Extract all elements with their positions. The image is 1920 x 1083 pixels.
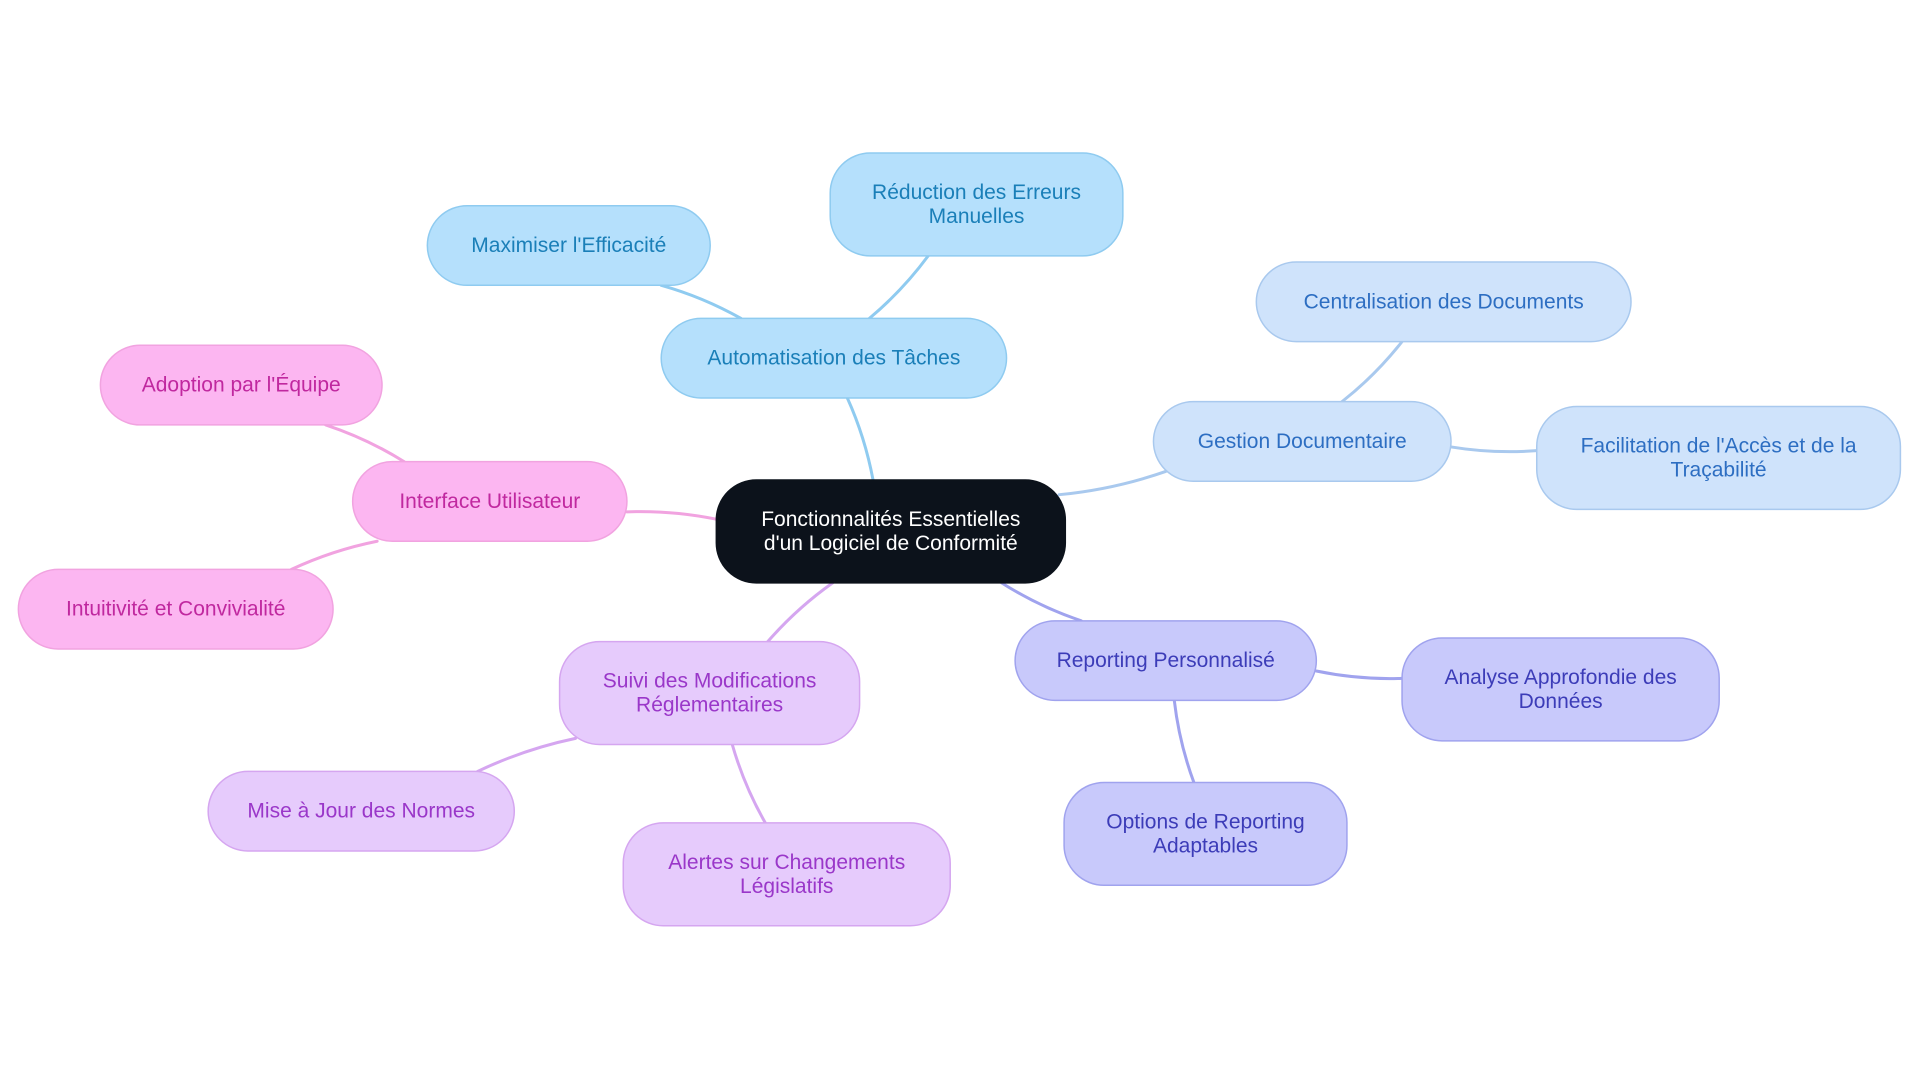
leaf-node-label-analyse: Analyse Approfondie des bbox=[1444, 666, 1676, 689]
leaf-node-box-centralisation bbox=[1255, 261, 1632, 343]
connector-reporting bbox=[1000, 581, 1083, 623]
leaf-node-label-normes: Mise à Jour des Normes bbox=[247, 800, 475, 823]
connector-facilitation bbox=[1449, 445, 1539, 454]
branch-node-automatisation[interactable]: Automatisation des Tâches bbox=[660, 317, 1008, 399]
branch-node-label-gestion: Gestion Documentaire bbox=[1198, 430, 1407, 453]
leaf-node-efficacite[interactable]: Maximiser l'Efficacité bbox=[426, 204, 711, 287]
connector-alertes bbox=[730, 742, 767, 825]
connector-intuitivite bbox=[289, 539, 379, 571]
leaf-node-label-efficacite: Maximiser l'Efficacité bbox=[471, 234, 666, 257]
leaf-node-box-erreurs bbox=[829, 152, 1124, 257]
branch-node-box-suivi bbox=[558, 640, 861, 746]
branch-node-label-automatisation: Automatisation des Tâches bbox=[707, 347, 960, 370]
leaf-node-box-intuitivite bbox=[17, 568, 334, 650]
branch-node-label-reporting: Reporting Personnalisé bbox=[1057, 649, 1275, 672]
root-node-label-root: Fonctionnalités Essentielles bbox=[761, 508, 1020, 531]
branch-node-box-reporting bbox=[1014, 620, 1318, 702]
branch-node-interface[interactable]: Interface Utilisateur bbox=[351, 460, 628, 542]
leaf-node-label-intuitivite: Intuitivité et Convivialité bbox=[66, 598, 285, 621]
leaf-node-adoption[interactable]: Adoption par l'Équipe bbox=[99, 344, 383, 426]
connector-analyse bbox=[1314, 669, 1404, 681]
connector-efficacite bbox=[659, 283, 743, 320]
leaf-node-box-analyse bbox=[1401, 637, 1720, 742]
connector-erreurs bbox=[867, 254, 930, 320]
root-node-label-root: d'un Logiciel de Conformité bbox=[764, 532, 1018, 555]
leaf-node-box-adoption bbox=[99, 344, 383, 426]
leaf-node-box-options bbox=[1063, 781, 1348, 887]
branch-node-label-interface: Interface Utilisateur bbox=[399, 490, 580, 513]
leaf-node-box-alertes bbox=[622, 822, 951, 927]
leaf-node-intuitivite[interactable]: Intuitivité et Convivialité bbox=[17, 568, 334, 650]
leaf-node-label-centralisation: Centralisation des Documents bbox=[1304, 290, 1584, 313]
leaf-node-label-erreurs: Réduction des Erreurs bbox=[872, 181, 1081, 204]
leaf-node-label-options: Adaptables bbox=[1153, 834, 1258, 857]
leaf-node-label-adoption: Adoption par l'Équipe bbox=[142, 374, 341, 397]
connector-adoption bbox=[324, 423, 406, 464]
leaf-node-normes[interactable]: Mise à Jour des Normes bbox=[207, 770, 516, 852]
connector-normes bbox=[476, 736, 578, 773]
branch-node-reporting[interactable]: Reporting Personnalisé bbox=[1014, 620, 1318, 702]
leaf-node-label-alertes: Alertes sur Changements bbox=[668, 851, 905, 874]
branch-node-label-suivi: Réglementaires bbox=[636, 694, 783, 717]
leaf-node-label-facilitation: Traçabilité bbox=[1671, 458, 1767, 481]
leaf-node-label-analyse: Données bbox=[1519, 690, 1603, 713]
leaf-node-centralisation[interactable]: Centralisation des Documents bbox=[1255, 261, 1632, 343]
leaf-node-label-erreurs: Manuelles bbox=[929, 205, 1025, 228]
leaf-node-box-efficacite bbox=[426, 204, 711, 287]
branch-node-box-interface bbox=[351, 460, 628, 542]
connector-options bbox=[1172, 698, 1196, 784]
branch-node-gestion[interactable]: Gestion Documentaire bbox=[1152, 400, 1452, 482]
branch-node-box-automatisation bbox=[660, 317, 1008, 399]
root-node-box-root bbox=[715, 479, 1067, 584]
connector-centralisation bbox=[1340, 340, 1404, 404]
leaf-node-label-options: Options de Reporting bbox=[1106, 810, 1304, 833]
leaf-node-label-facilitation: Facilitation de l'Accès et de la bbox=[1581, 434, 1857, 457]
connector-automatisation bbox=[845, 396, 875, 482]
leaf-node-label-alertes: Législatifs bbox=[740, 875, 833, 898]
leaf-node-box-normes bbox=[207, 770, 516, 852]
branch-node-box-gestion bbox=[1152, 400, 1452, 482]
branch-node-label-suivi: Suivi des Modifications bbox=[603, 670, 817, 693]
leaf-node-facilitation[interactable]: Facilitation de l'Accès et de laTraçabil… bbox=[1535, 405, 1902, 511]
connector-suivi bbox=[766, 581, 835, 644]
connector-layer bbox=[289, 254, 1539, 825]
connector-interface bbox=[625, 510, 718, 521]
leaf-node-box-facilitation bbox=[1535, 405, 1902, 511]
connector-gestion bbox=[1057, 469, 1168, 497]
